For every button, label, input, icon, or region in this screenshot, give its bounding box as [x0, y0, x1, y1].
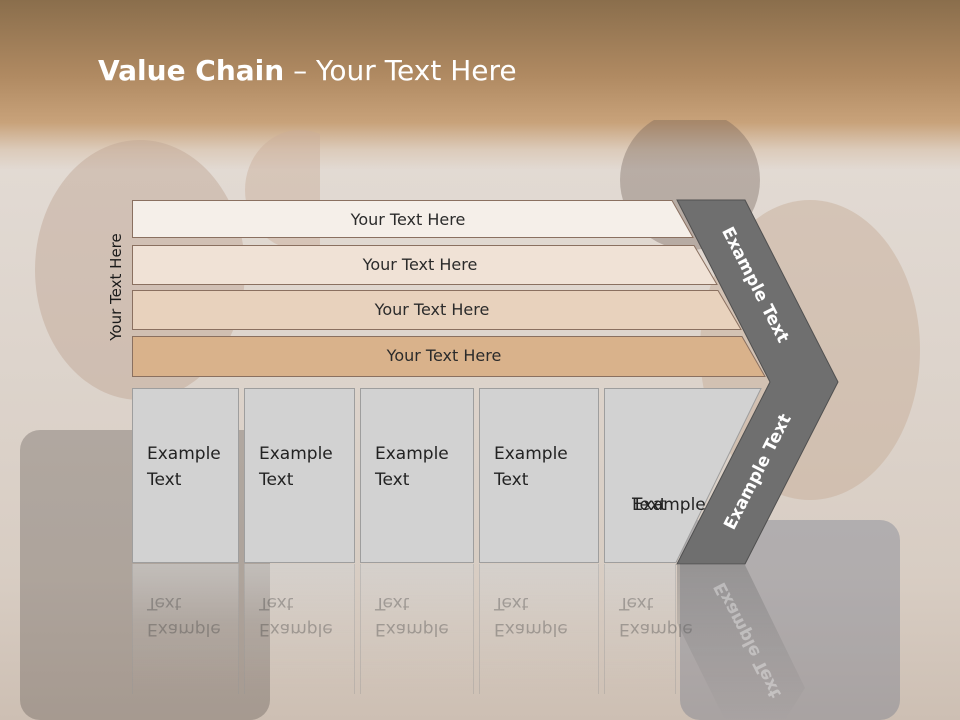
example-box-4-line2: Text: [494, 470, 529, 490]
vertical-side-label-text: Your Text Here: [107, 233, 125, 341]
example-box-3: Example Text: [360, 388, 474, 563]
title-rest: – Your Text Here: [284, 54, 517, 87]
example-box-1-line1: Example: [147, 444, 221, 464]
value-bar-1: Your Text Here: [132, 200, 694, 238]
example-box-2-line2: Text: [259, 470, 294, 490]
example-box-4: Example Text: [479, 388, 599, 563]
value-bar-3-label: Your Text Here: [374, 299, 490, 319]
reflection-box-1: Example Text: [132, 564, 239, 694]
value-bar-4-shape: [132, 336, 766, 377]
title-bold: Value Chain: [98, 54, 285, 87]
example-box-1-line2: Text: [147, 470, 182, 490]
reflection-box-4: Example Text: [479, 564, 599, 694]
value-bar-2-shape: [132, 245, 718, 285]
reflection-box-2-line2: Text: [259, 593, 294, 613]
example-box-5-line2: Text: [632, 495, 667, 515]
value-bar-4-label: Your Text Here: [386, 345, 502, 365]
value-bar-2-label: Your Text Here: [362, 254, 478, 274]
value-bar-1-label: Your Text Here: [350, 209, 466, 229]
reflection-box-4-line1: Example: [494, 619, 568, 639]
reflection-box-2-line1: Example: [259, 619, 333, 639]
example-box-5-line1: Example: [632, 495, 706, 515]
reflection-box-3: Example Text: [360, 564, 474, 694]
example-box-1: Example Text: [132, 388, 239, 563]
value-bar-3: Your Text Here: [132, 290, 742, 330]
value-bar-1-shape: [132, 200, 694, 238]
title-bar: [0, 0, 960, 170]
reflection-box-5-line2: Text: [619, 593, 654, 613]
reflection-box-2: Example Text: [244, 564, 355, 694]
chevron-reflection: [677, 565, 805, 720]
example-box-2: Example Text: [244, 388, 355, 563]
value-bar-4: Your Text Here: [132, 336, 766, 377]
example-box-5-shape: [604, 388, 762, 563]
example-box-2-line1: Example: [259, 444, 333, 464]
example-box-4-line1: Example: [494, 444, 568, 464]
reflection-box-1-line1: Example: [147, 619, 221, 639]
value-bar-3-shape: [132, 290, 742, 330]
example-box-3-line2: Text: [375, 470, 410, 490]
example-box-3-line1: Example: [375, 444, 449, 464]
chevron-arrow: [676, 199, 839, 565]
reflection-box-3-line2: Text: [375, 593, 410, 613]
value-bar-2: Your Text Here: [132, 245, 718, 285]
reflection-box-3-line1: Example: [375, 619, 449, 639]
reflection-box-4-line2: Text: [494, 593, 529, 613]
reflection-box-1-line2: Text: [147, 593, 182, 613]
slide-title: Value Chain – Your Text Here: [98, 54, 517, 87]
